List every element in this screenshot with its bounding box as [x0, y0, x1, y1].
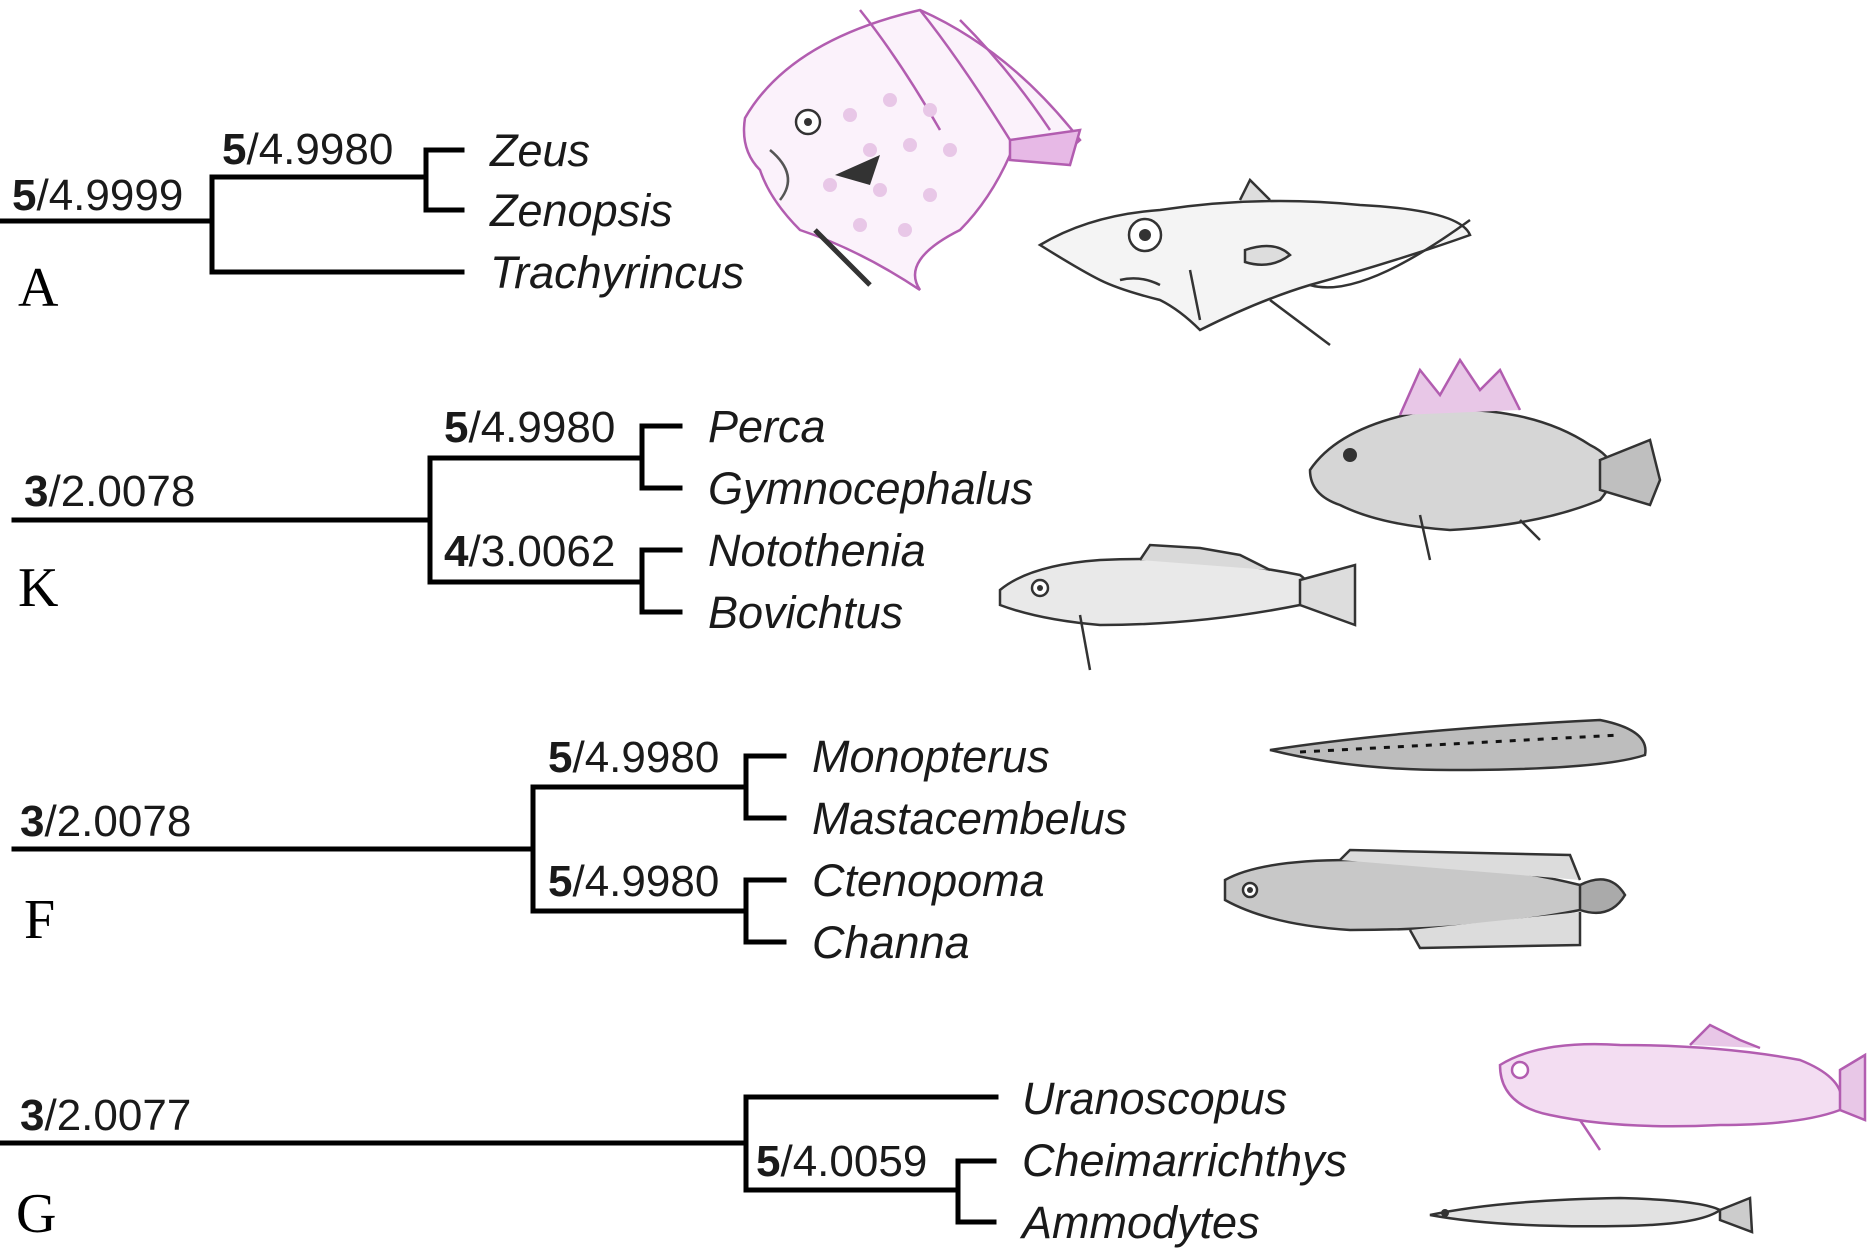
channa-fish-illustration — [1225, 850, 1625, 948]
trachyrincus-fish-illustration — [1040, 180, 1470, 345]
perca-fish-illustration — [1310, 360, 1660, 560]
zeus-fish-illustration — [744, 10, 1080, 290]
notothenia-fish-illustration — [1000, 545, 1355, 670]
uranoscopus-fish-illustration — [1500, 1025, 1865, 1150]
monopterus-fish-illustration — [1270, 720, 1645, 770]
ammodytes-fish-illustration — [1430, 1198, 1752, 1232]
